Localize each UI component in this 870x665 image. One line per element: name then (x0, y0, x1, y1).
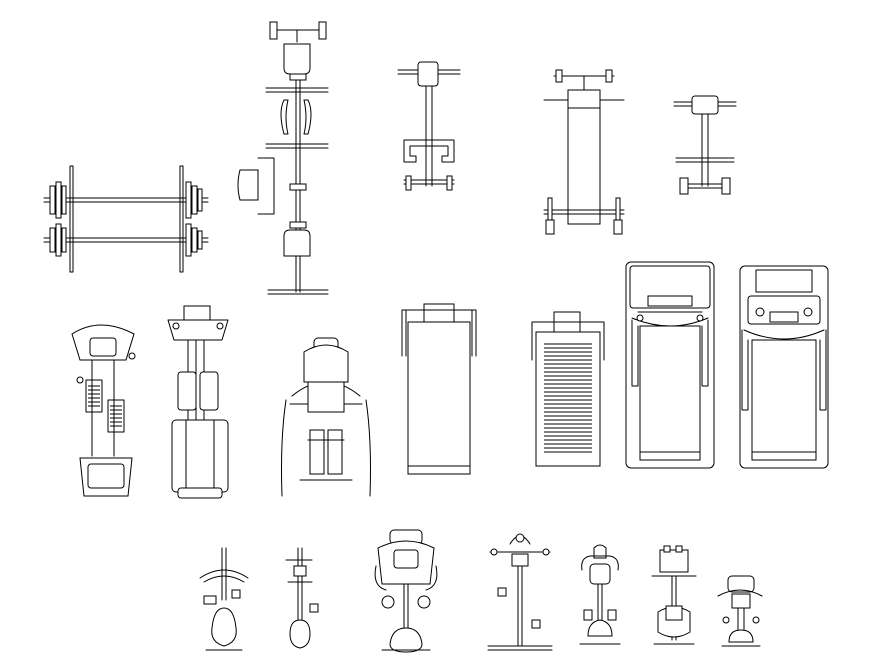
elliptical (281, 337, 371, 497)
exercise-bike-e (579, 544, 621, 645)
treadmill-c (625, 261, 715, 469)
treadmill-a (401, 303, 477, 475)
multi-station-bench (237, 21, 329, 295)
exercise-bike-b (285, 547, 319, 649)
exercise-bike-d (487, 533, 553, 651)
barbell-rack (43, 165, 209, 273)
exercise-bike-g (717, 575, 763, 647)
weight-bench-b (543, 69, 625, 235)
stepper-a (71, 324, 136, 497)
exercise-bike-a (199, 547, 249, 651)
exercise-bike-f (651, 545, 697, 645)
exercise-bike-c (374, 529, 438, 653)
stepper-b (167, 305, 229, 499)
weight-bench-a (397, 61, 461, 191)
treadmill-b (531, 311, 605, 467)
weight-bench-c (673, 95, 737, 195)
treadmill-d (739, 265, 829, 469)
